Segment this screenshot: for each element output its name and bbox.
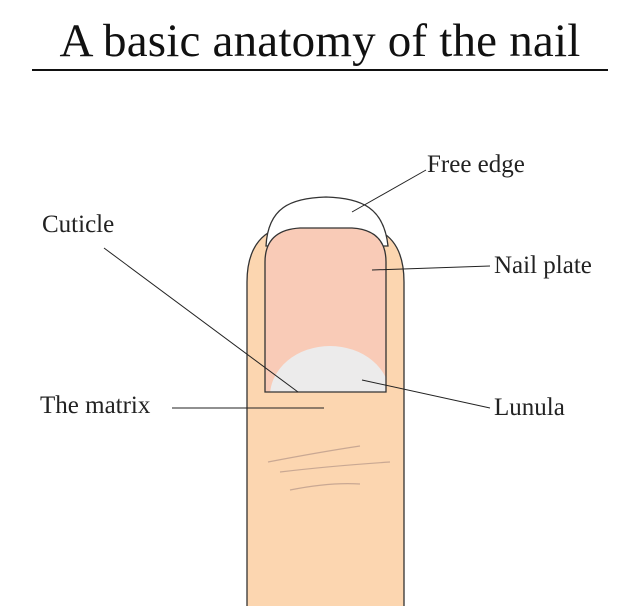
label-nail-plate: Nail plate	[494, 252, 592, 279]
lunula-shape	[270, 346, 386, 392]
page-title: A basic anatomy of the nail	[59, 15, 581, 67]
lunula-leader	[361, 379, 491, 409]
label-lunula: Lunula	[494, 394, 565, 421]
nail-plate-leader	[371, 265, 491, 271]
title-underline	[32, 69, 608, 71]
nail-outline	[264, 227, 387, 393]
label-the-matrix: The matrix	[40, 392, 151, 419]
knuckle-wrinkles	[267, 445, 391, 491]
cuticle-leader	[103, 247, 299, 393]
label-cuticle: Cuticle	[42, 211, 115, 238]
label-free-edge: Free edge	[427, 151, 525, 178]
free-edge-leader	[351, 169, 427, 213]
